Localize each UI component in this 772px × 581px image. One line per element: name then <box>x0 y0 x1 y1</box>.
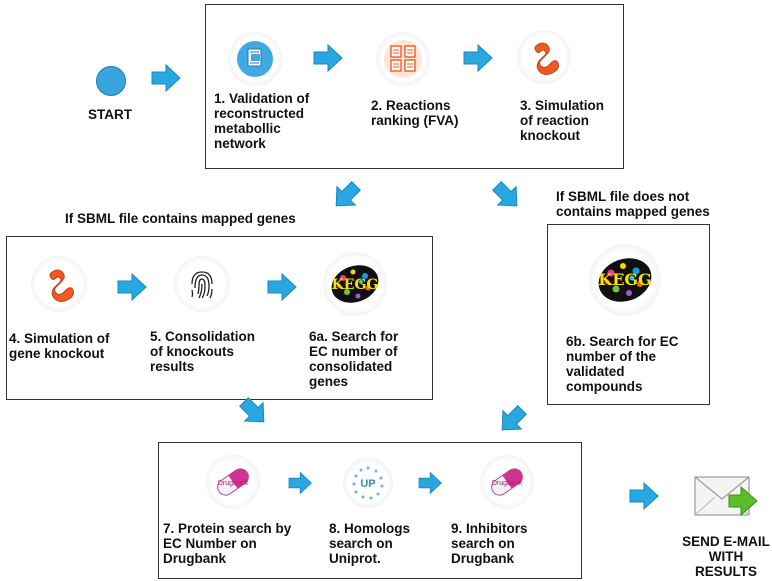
kegg-logo-icon: KEGG <box>332 265 379 303</box>
step-6b-label: 6b. Search for EC number of the validate… <box>566 334 679 394</box>
drugbank-logo-text: Drugbank <box>492 480 523 487</box>
kegg-logo-icon: KEGG <box>598 258 652 302</box>
arrow-5-to-6a <box>267 273 297 301</box>
arrow-box3-to-box4 <box>492 400 532 440</box>
document-icon <box>237 41 273 77</box>
kegg-logo-text: KEGG <box>598 270 651 289</box>
fingerprint-icon <box>191 271 213 299</box>
step-4-label: 4. Simulation of gene knockout <box>9 331 110 361</box>
condition-not-mapped-label: If SBML file does not contains mapped ge… <box>556 189 710 219</box>
arrow-to-box3 <box>487 176 527 216</box>
uniprot-logo-text: UP <box>360 478 375 490</box>
arrow-7-to-8 <box>288 472 312 494</box>
capsule-icon: Drugbank <box>217 468 249 496</box>
step-7-label: 7. Protein search by EC Number on Drugba… <box>163 521 292 566</box>
drugbank-logo-text: Drugbank <box>218 480 249 487</box>
start-node <box>96 66 126 96</box>
step-9-label: 9. Inhibitors search on Drugbank <box>451 521 528 566</box>
start-label: START <box>88 107 132 122</box>
arrow-start-to-1 <box>151 64 181 92</box>
send-email-label: SEND E-MAIL WITH RESULTS <box>682 534 770 579</box>
condition-mapped-label: If SBML file contains mapped genes <box>65 211 296 226</box>
knockout-icon <box>534 42 559 75</box>
arrow-8-to-9 <box>418 472 442 494</box>
arrow-box4-to-email <box>629 482 659 510</box>
arrow-1-to-2 <box>313 44 343 72</box>
arrow-2-to-3 <box>463 44 493 72</box>
step-6a-label: 6a. Search for EC number of consolidated… <box>309 329 399 389</box>
step-5-label: 5. Consolidation of knockouts results <box>150 329 256 374</box>
step-2-label: 2. Reactions ranking (FVA) <box>371 98 459 128</box>
step-3-label: 3. Simulation of reaction knockout <box>520 98 605 143</box>
uniprot-icon: UP <box>352 466 384 500</box>
step-1-label: 1. Validation of reconstructed metabolli… <box>214 91 310 151</box>
step-8-label: 8. Homologs search on Uniprot. <box>329 521 411 566</box>
email-envelope-icon <box>694 476 758 517</box>
arrow-box2-to-box4 <box>234 392 274 432</box>
table-grid-icon <box>384 40 422 78</box>
uniprot-icon-halo <box>343 458 393 508</box>
capsule-icon: Drugbank <box>491 468 523 496</box>
arrow-to-box2 <box>326 176 366 216</box>
knockout-icon <box>49 269 74 302</box>
kegg-logo-text: KEGG <box>332 277 379 293</box>
arrow-4-to-5 <box>117 273 147 301</box>
